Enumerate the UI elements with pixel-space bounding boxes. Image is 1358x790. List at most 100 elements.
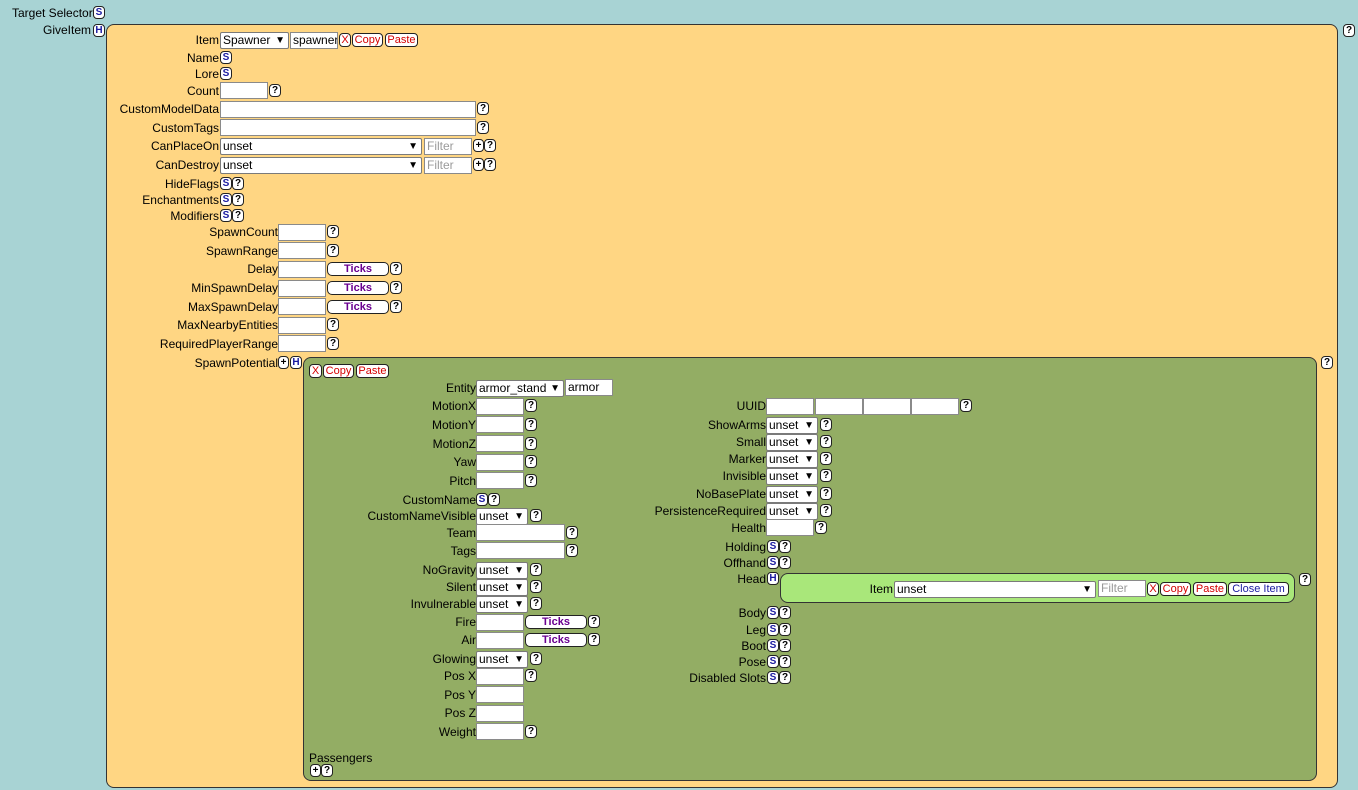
health-help-button[interactable]: ? [815,521,827,534]
motion-y-input[interactable] [476,416,524,433]
boot-help-button[interactable]: ? [779,639,791,652]
air-input[interactable] [476,632,524,649]
custom-tags-help-button[interactable]: ? [477,121,489,134]
silent-select[interactable]: unset▼ [476,579,528,596]
head-item-filter-input[interactable]: Filter [1098,580,1146,597]
delay-input[interactable] [278,261,326,278]
custom-name-visible-help-button[interactable]: ? [530,509,542,522]
body-s-button[interactable]: S [767,606,779,619]
entity-id-input[interactable]: armor [565,379,613,396]
pos-y-input[interactable] [476,686,524,703]
can-destroy-filter-input[interactable]: Filter [424,157,472,174]
custom-model-data-input[interactable] [220,101,476,118]
custom-model-data-help-button[interactable]: ? [477,102,489,115]
boot-s-button[interactable]: S [767,639,779,652]
item-clear-button[interactable]: X [339,33,351,47]
pos-z-input[interactable] [476,705,524,722]
motion-z-input[interactable] [476,435,524,452]
can-destroy-help-button[interactable]: ? [484,158,496,171]
uuid-help-button[interactable]: ? [960,399,972,412]
close-item-button[interactable]: Close Item [1228,582,1289,596]
uuid-part-2-input[interactable] [815,398,863,415]
marker-select[interactable]: unset▼ [766,451,818,468]
air-ticks-button[interactable]: Ticks [525,633,587,647]
pose-help-button[interactable]: ? [779,655,791,668]
target-selectors-s-button[interactable]: S [93,6,105,19]
uuid-part-4-input[interactable] [911,398,959,415]
spawn-count-help-button[interactable]: ? [327,225,339,238]
disabled-slots-s-button[interactable]: S [767,671,779,684]
can-place-on-select[interactable]: unset▼ [220,138,422,155]
offhand-s-button[interactable]: S [767,556,779,569]
item-paste-button[interactable]: Paste [385,33,418,47]
spawn-range-help-button[interactable]: ? [327,244,339,257]
can-place-on-help-button[interactable]: ? [484,139,496,152]
marker-help-button[interactable]: ? [820,452,832,465]
motion-x-help-button[interactable]: ? [525,399,537,412]
name-s-button[interactable]: S [220,51,232,64]
team-input[interactable] [476,524,565,541]
item-select[interactable]: Spawner▼ [220,32,289,49]
invulnerable-select[interactable]: unset▼ [476,596,528,613]
passengers-help-button[interactable]: ? [321,764,333,777]
invisible-help-button[interactable]: ? [820,469,832,482]
motion-y-help-button[interactable]: ? [525,418,537,431]
tags-help-button[interactable]: ? [566,544,578,557]
enchantments-s-button[interactable]: S [220,193,232,206]
pitch-help-button[interactable]: ? [525,474,537,487]
spawn-potential-help-button[interactable]: ? [1321,356,1333,369]
show-arms-help-button[interactable]: ? [820,418,832,431]
disabled-slots-help-button[interactable]: ? [779,671,791,684]
count-input[interactable] [220,82,268,99]
give-item-help-button[interactable]: ? [1343,24,1355,37]
spawn-potential-add-button[interactable]: + [278,356,289,369]
invulnerable-help-button[interactable]: ? [530,597,542,610]
holding-help-button[interactable]: ? [779,540,791,553]
small-help-button[interactable]: ? [820,435,832,448]
spawn-potential-h-button[interactable]: H [290,356,302,369]
pitch-input[interactable] [476,472,524,489]
passengers-add-button[interactable]: + [310,764,321,777]
uuid-part-1-input[interactable] [766,398,814,415]
hide-flags-s-button[interactable]: S [220,177,232,190]
small-select[interactable]: unset▼ [766,434,818,451]
min-spawn-delay-ticks-button[interactable]: Ticks [327,281,389,295]
count-help-button[interactable]: ? [269,84,281,97]
head-item-select[interactable]: unset▼ [894,581,1096,598]
delay-help-button[interactable]: ? [390,262,402,275]
leg-s-button[interactable]: S [767,623,779,636]
required-player-range-help-button[interactable]: ? [327,337,339,350]
no-base-plate-select[interactable]: unset▼ [766,486,818,503]
no-base-plate-help-button[interactable]: ? [820,487,832,500]
fire-help-button[interactable]: ? [588,615,600,628]
health-input[interactable] [766,519,814,536]
air-help-button[interactable]: ? [588,633,600,646]
glowing-help-button[interactable]: ? [530,652,542,665]
max-spawn-delay-help-button[interactable]: ? [390,300,402,313]
enchantments-help-button[interactable]: ? [232,193,244,206]
no-gravity-help-button[interactable]: ? [530,563,542,576]
uuid-part-3-input[interactable] [863,398,911,415]
weight-input[interactable] [476,723,524,740]
motion-z-help-button[interactable]: ? [525,437,537,450]
required-player-range-input[interactable] [278,335,326,352]
modifiers-help-button[interactable]: ? [232,209,244,222]
persistence-required-help-button[interactable]: ? [820,504,832,517]
offhand-help-button[interactable]: ? [779,556,791,569]
custom-name-visible-select[interactable]: unset▼ [476,508,528,525]
show-arms-select[interactable]: unset▼ [766,417,818,434]
pos-x-help-button[interactable]: ? [525,669,537,682]
fire-input[interactable] [476,614,524,631]
head-help-button[interactable]: ? [1299,573,1311,586]
body-help-button[interactable]: ? [779,606,791,619]
head-item-paste-button[interactable]: Paste [1193,582,1227,596]
persistence-required-select[interactable]: unset▼ [766,503,818,520]
pose-s-button[interactable]: S [767,655,779,668]
holding-s-button[interactable]: S [767,540,779,553]
head-item-copy-button[interactable]: Copy [1160,582,1191,596]
head-h-button[interactable]: H [767,572,779,585]
yaw-input[interactable] [476,454,524,471]
hide-flags-help-button[interactable]: ? [232,177,244,190]
max-nearby-entities-help-button[interactable]: ? [327,318,339,331]
can-place-on-add-button[interactable]: + [473,139,484,152]
